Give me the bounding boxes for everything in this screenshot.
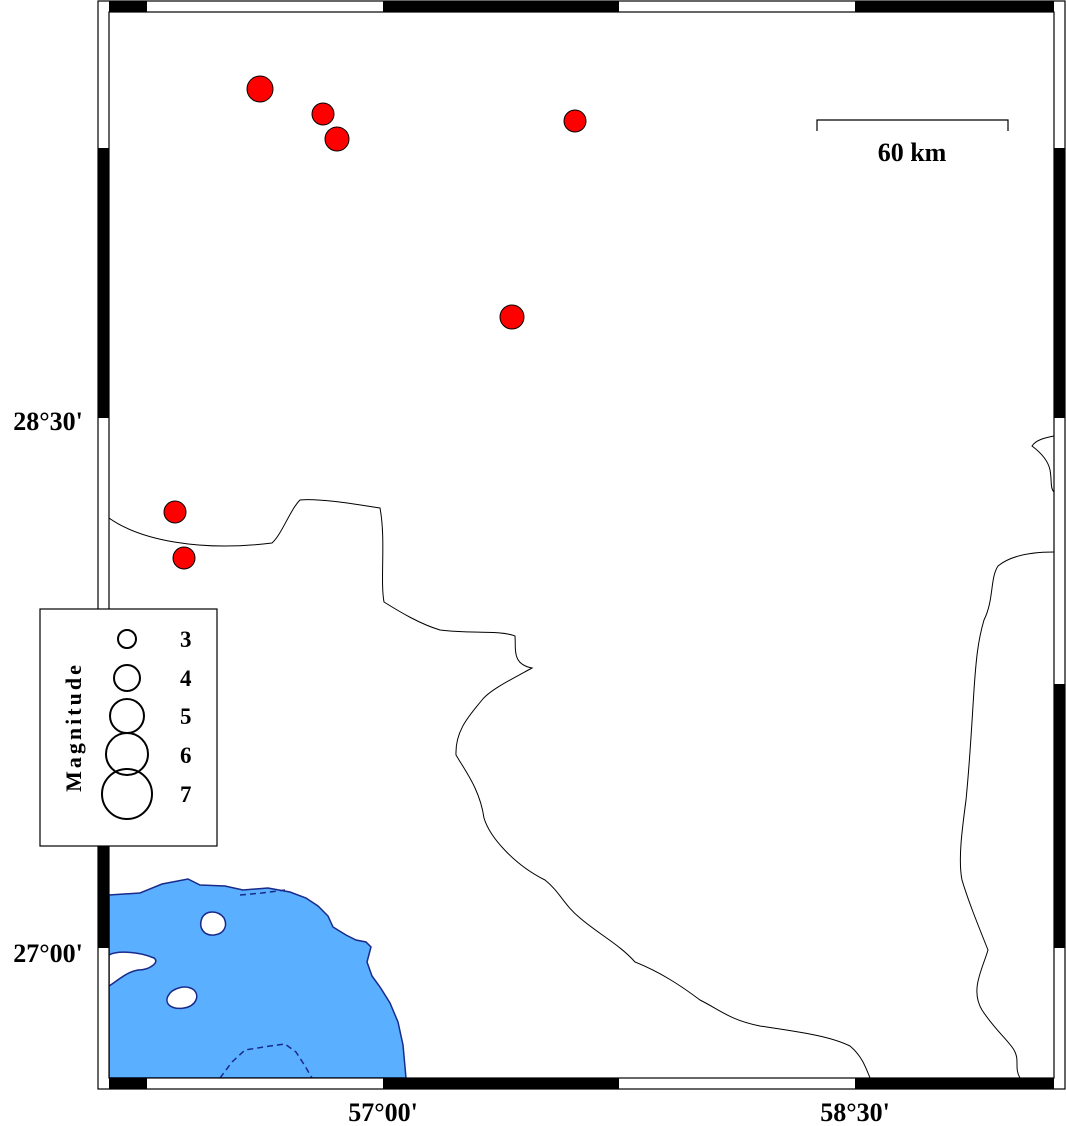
legend-label-6: 6 <box>180 743 192 768</box>
lat-label-27-00: 27°00' <box>13 939 83 968</box>
earthquake-marker <box>246 75 274 103</box>
island <box>200 911 227 936</box>
province-border <box>109 499 871 1078</box>
frame-ticks-right <box>1054 148 1065 948</box>
sea-area <box>109 878 407 1078</box>
legend-label-7: 7 <box>180 782 192 807</box>
earthquake-marker <box>172 546 196 570</box>
frame-ticks-top <box>109 1 1054 12</box>
province-border <box>1031 435 1054 493</box>
legend-label-4: 4 <box>180 666 192 691</box>
earthquake-marker <box>324 126 350 152</box>
legend-title: Magnitude <box>61 662 86 792</box>
magnitude-legend: Magnitude 3 4 5 6 7 <box>39 608 218 847</box>
scale-bar: 60 km <box>816 119 1009 167</box>
earthquake-marker <box>499 304 525 330</box>
legend-circle-6 <box>105 732 149 776</box>
legend-label-5: 5 <box>180 704 192 729</box>
earthquake-layer <box>163 75 587 570</box>
province-border <box>959 551 1054 1078</box>
maritime-boundary <box>239 889 286 896</box>
legend-label-3: 3 <box>180 627 192 652</box>
maritime-boundary <box>219 1043 313 1078</box>
island <box>166 986 198 1010</box>
earthquake-marker <box>563 109 587 133</box>
earthquake-marker <box>163 500 187 524</box>
lon-label-57-00: 57°00' <box>348 1098 418 1126</box>
frame-ticks-bottom <box>109 1078 1054 1089</box>
map-layers <box>109 435 1054 1078</box>
lon-label-58-30: 58°30' <box>820 1098 890 1126</box>
lat-label-28-30: 28°30' <box>13 407 83 436</box>
legend-circle-4 <box>113 664 141 692</box>
earthquake-marker <box>311 102 335 126</box>
island <box>109 951 157 987</box>
scale-bar-label: 60 km <box>878 138 947 167</box>
legend-circle-7 <box>101 768 153 820</box>
legend-circle-3 <box>117 629 137 649</box>
